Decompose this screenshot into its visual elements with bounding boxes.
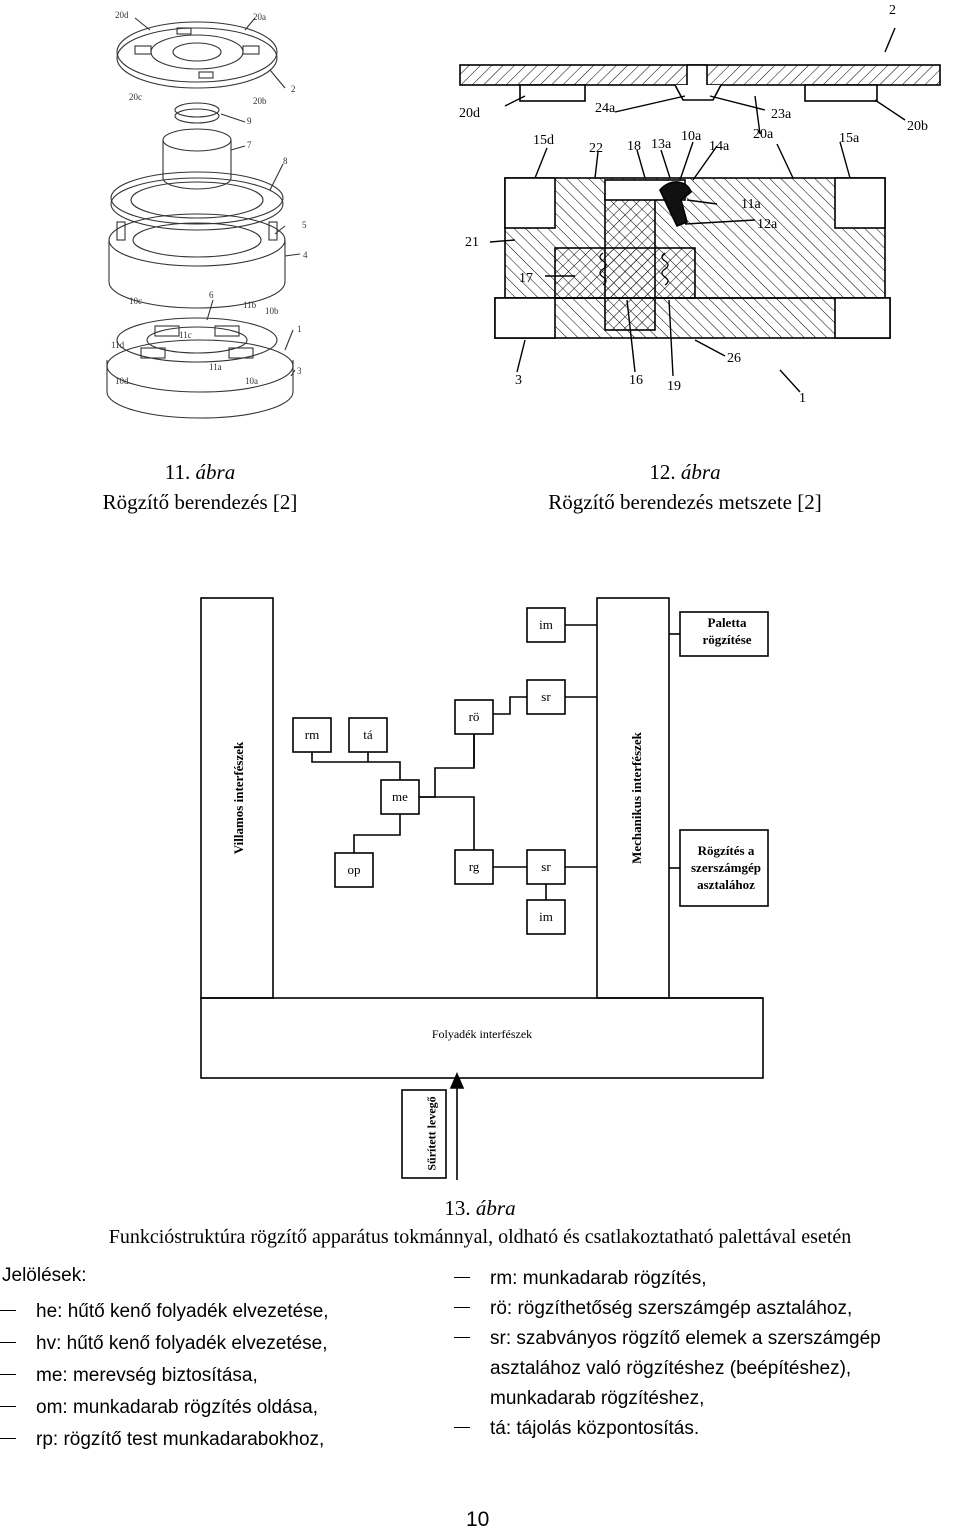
fig12-label: 1 <box>799 391 806 406</box>
fig11-label: 8 <box>283 156 288 166</box>
legend-item: om: munkadarab rögzítés oldása, <box>0 1392 329 1424</box>
fig11-label: 9 <box>247 116 252 126</box>
fig11-label: 11d <box>111 340 125 350</box>
legend-item: tá: tájolás központosítás. <box>454 1414 881 1444</box>
fig11-label: 20c <box>129 92 142 102</box>
fig11-label: 10c <box>129 296 142 306</box>
fig12-label: 17 <box>519 271 533 286</box>
fig12-label: 15a <box>839 131 860 146</box>
legend-item: sr: szabványos rögzítő elemek a szerszám… <box>454 1324 881 1354</box>
legend-item: rö: rögzíthetőség szerszámgép asztalához… <box>454 1294 881 1324</box>
fig12-label: 11a <box>741 197 761 212</box>
box-ro: rö <box>469 709 480 724</box>
fig11-label: 11a <box>209 362 222 372</box>
fig11-label: 10b <box>265 306 279 316</box>
fig12-label: 2 <box>889 3 896 18</box>
fig12-label: 20d <box>459 106 480 121</box>
fig11-label: 4 <box>303 250 308 260</box>
fig12-label: 18 <box>627 139 641 154</box>
figure-13-number: 13. <box>444 1196 471 1220</box>
folyadek-label: Folyadék interfészek <box>432 1027 532 1041</box>
box-ta: tá <box>363 727 373 742</box>
surített-levego-label: Sűrített levegő <box>424 1096 439 1171</box>
legend-item: asztalához való rögzítéshez (beépítéshez… <box>490 1358 852 1379</box>
fig11-label: 10a <box>245 376 258 386</box>
legend-item: munkadarab rögzítéshez, <box>490 1388 705 1409</box>
figure-13-diagram: im sr rö rm tá me op rg sr im Folyadék i… <box>200 597 769 1180</box>
figure-13-caption-number: 13. ábra <box>380 1196 580 1221</box>
fig12-label: 12a <box>757 217 778 232</box>
fig12-label: 3 <box>515 373 522 388</box>
box-rg: rg <box>469 859 480 874</box>
box-sr-bottom: sr <box>541 859 551 874</box>
figure-12-caption-number: 12. ábra <box>585 460 785 485</box>
box-op: op <box>348 862 361 877</box>
box-im-top: im <box>539 617 553 632</box>
fig11-label: 2 <box>291 84 296 94</box>
fig12-label: 16 <box>629 373 643 388</box>
box-sr-top: sr <box>541 689 551 704</box>
fig12-label: 19 <box>667 379 681 394</box>
rogzites-asztal-label: Rögzítés a szerszámgép asztalához <box>690 843 762 892</box>
fig11-label: 5 <box>302 220 307 230</box>
fig11-label: 6 <box>209 290 214 300</box>
fig12-label: 24a <box>595 101 616 116</box>
figure-12-caption: Rögzítő berendezés metszete [2] <box>548 490 822 514</box>
legend-title: Jelölések: <box>2 1265 87 1286</box>
fig11-label: 11b <box>243 300 257 310</box>
fig12-label: 20b <box>907 119 928 134</box>
fig12-label: 15d <box>533 133 554 148</box>
fig12-label: 21 <box>465 235 479 250</box>
figure-12-drawing: 2 20d 24a 23a 20a 20b 15d 22 18 13a 10a … <box>459 3 941 406</box>
figure-12-word: ábra <box>680 460 721 484</box>
fig12-label: 22 <box>589 141 603 156</box>
paletta-box-label: Paletta rögzítése <box>702 615 752 647</box>
figure-11-word: ábra <box>195 460 236 484</box>
legend-item: me: merevség biztosítása, <box>0 1360 329 1392</box>
fig11-label: 7 <box>247 140 252 150</box>
figure-13-word: ábra <box>475 1196 516 1220</box>
fig12-label: 14a <box>709 139 730 154</box>
fig11-label: 20a <box>253 12 266 22</box>
figure-11-caption-number: 11. ábra <box>100 460 300 485</box>
fig12-label: 10a <box>681 129 702 144</box>
box-rm: rm <box>305 727 319 742</box>
figure-11-number: 11. <box>164 460 191 484</box>
folyadek-interface-panel <box>200 997 764 1079</box>
box-me: me <box>392 789 408 804</box>
fig11-label: 3 <box>297 366 302 376</box>
fig11-label: 10d <box>115 376 129 386</box>
legend-item: he: hűtő kenő folyadék elvezetése, <box>0 1296 329 1328</box>
fig11-label: 20d <box>115 10 129 20</box>
fig11-label: 1 <box>297 324 302 334</box>
legend-right-list: rm: munkadarab rögzítés, rö: rögzíthetős… <box>454 1264 881 1444</box>
fig12-label: 13a <box>651 137 672 152</box>
legend-item: rm: munkadarab rögzítés, <box>454 1264 881 1294</box>
figure-11-caption: Rögzítő berendezés [2] <box>102 490 298 514</box>
figure-13-caption: Funkcióstruktúra rögzítő apparátus tokmá… <box>108 1226 852 1248</box>
fig11-label: 20b <box>253 96 267 106</box>
villamos-label: Villamos interfészek <box>231 741 246 854</box>
legend-item: hv: hűtő kenő folyadék elvezetése, <box>0 1328 329 1360</box>
legend-item: rp: rögzítő test munkadarabokhoz, <box>0 1424 329 1456</box>
fig11-label: 11c <box>179 330 192 340</box>
fig12-label: 26 <box>727 351 741 366</box>
fig12-label: 20a <box>753 127 774 142</box>
box-im-bottom: im <box>539 909 553 924</box>
figure-12-number: 12. <box>649 460 676 484</box>
legend-left-list: he: hűtő kenő folyadék elvezetése, hv: h… <box>0 1296 329 1456</box>
mechanikus-label: Mechanikus interfészek <box>629 731 644 864</box>
figure-11-drawing: 20d 20a 20c 20b 2 9 7 8 5 4 6 1 10c 11b … <box>106 10 308 419</box>
fig12-label: 23a <box>771 107 792 122</box>
page-number: 10 <box>466 1508 490 1531</box>
